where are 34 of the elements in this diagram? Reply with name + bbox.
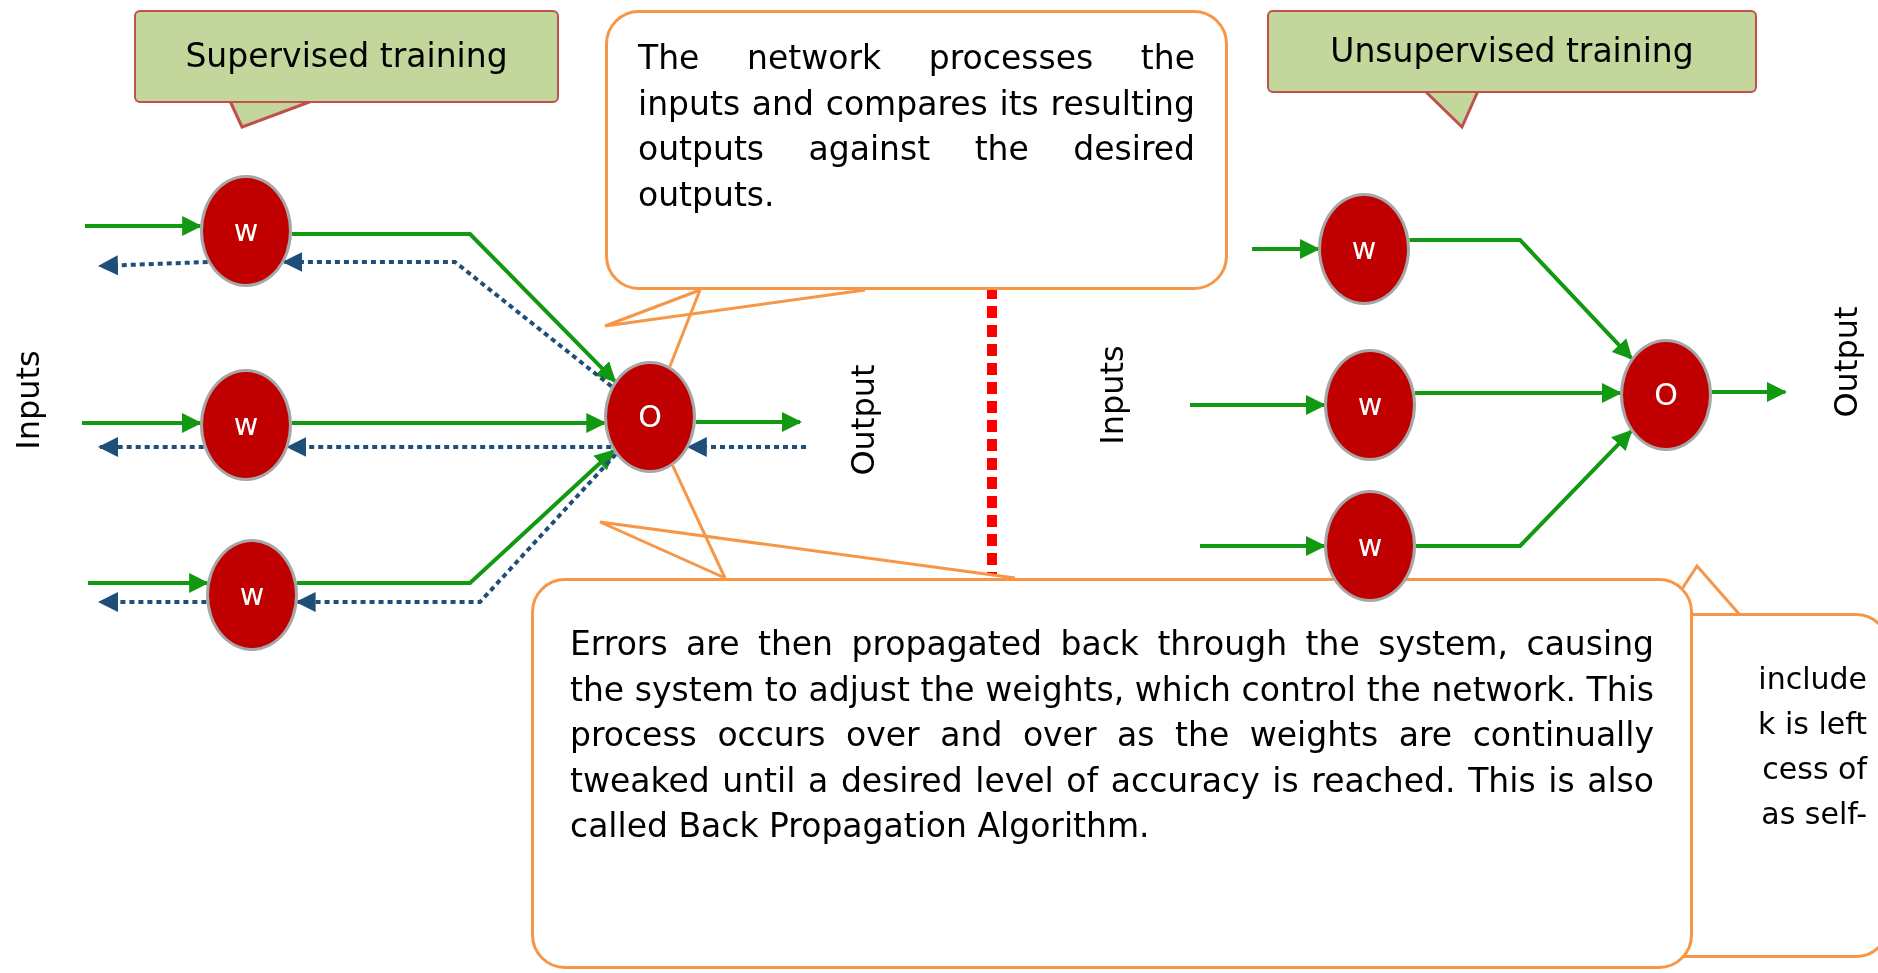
neuron-label: O [638, 402, 662, 432]
callout-text: The network processes the inputs and compares its resulting outputs against the desired outputs. [638, 37, 1195, 216]
leader-line [671, 465, 727, 579]
tag-text: Unsupervised training [1330, 33, 1694, 70]
callout-text: Errors are then propagated back through the system, causing the system to adjust the weights, which control the network. This process occurs over and over as the weights are continually tweaked until a desired level of accuracy is reached. This is also called Back Propagation Algorithm. [570, 623, 1654, 848]
arrow [291, 232, 617, 383]
side-label: Output [843, 364, 882, 476]
arrow [1711, 382, 1787, 402]
arrow [296, 449, 615, 585]
arrow [98, 255, 208, 276]
arrow [98, 592, 207, 612]
side-label: Inputs [1092, 345, 1131, 445]
neuron-label: w [233, 216, 259, 246]
neuron-circle [604, 361, 696, 473]
arrow [1200, 536, 1326, 556]
leader-line [668, 289, 702, 368]
side-label: Output [1826, 306, 1865, 418]
neuron-label: w [233, 410, 259, 440]
arrow [1409, 238, 1633, 360]
tag-text: Supervised training [185, 38, 508, 75]
neuron-label: w [1351, 234, 1377, 264]
arrow [1252, 239, 1320, 259]
neuron-label: w [1357, 531, 1383, 561]
callout-text: include k is left cess of as self- [1757, 660, 1867, 833]
arrow [1190, 395, 1326, 415]
neuron-label: w [239, 580, 265, 610]
arrow [695, 412, 802, 432]
arrow [82, 413, 202, 433]
arrow [1414, 383, 1622, 403]
arrow [98, 437, 204, 457]
neuron-label: O [1654, 380, 1678, 410]
side-label: Inputs [8, 350, 47, 450]
neuron-label: w [1357, 390, 1383, 420]
arrow [1416, 429, 1633, 548]
